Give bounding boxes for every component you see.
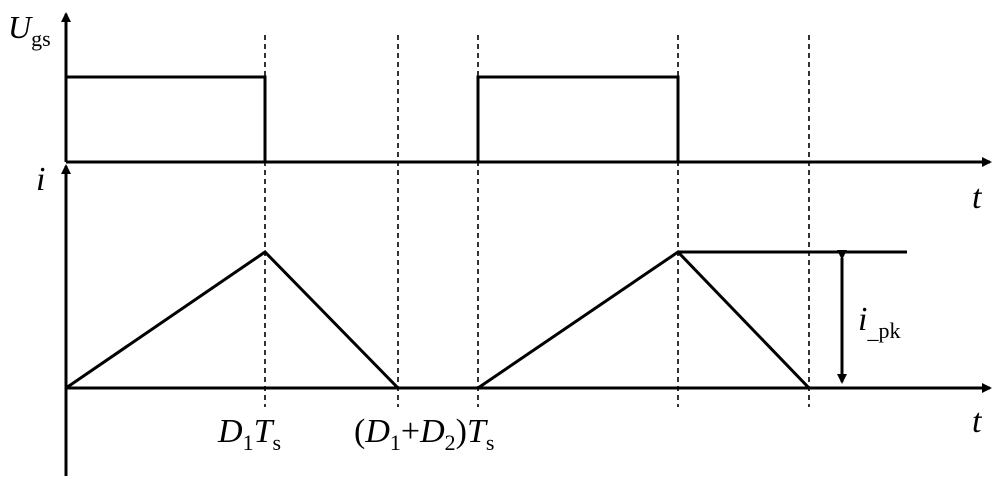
ugs-axis-label: Ugs: [8, 9, 51, 51]
current-plot: i t i_pk D1Ts (D1+D2)Ts: [36, 161, 992, 476]
ugs-pulse-2: [476, 75, 680, 162]
guide-lines: [264, 35, 810, 407]
current-triangle-1: [65, 250, 400, 390]
ipk-label-main: i: [858, 301, 867, 338]
ugs-pulse-1: [66, 75, 267, 162]
time-axis-label-top: t: [972, 179, 983, 216]
ugs-label-sub: gs: [31, 26, 51, 51]
ipk-label-sub: _pk: [866, 318, 900, 343]
current-axis-label: i: [36, 161, 45, 198]
time-axis-label-bottom: t: [972, 403, 983, 440]
d1d2ts-label: (D1+D2)Ts: [354, 413, 494, 455]
ipk-label: i_pk: [858, 301, 900, 343]
ugs-label-main: U: [8, 9, 33, 45]
ugs-plot: Ugs t: [8, 9, 992, 216]
d1ts-label: D1Ts: [217, 413, 281, 455]
current-triangle-2: [477, 250, 811, 390]
